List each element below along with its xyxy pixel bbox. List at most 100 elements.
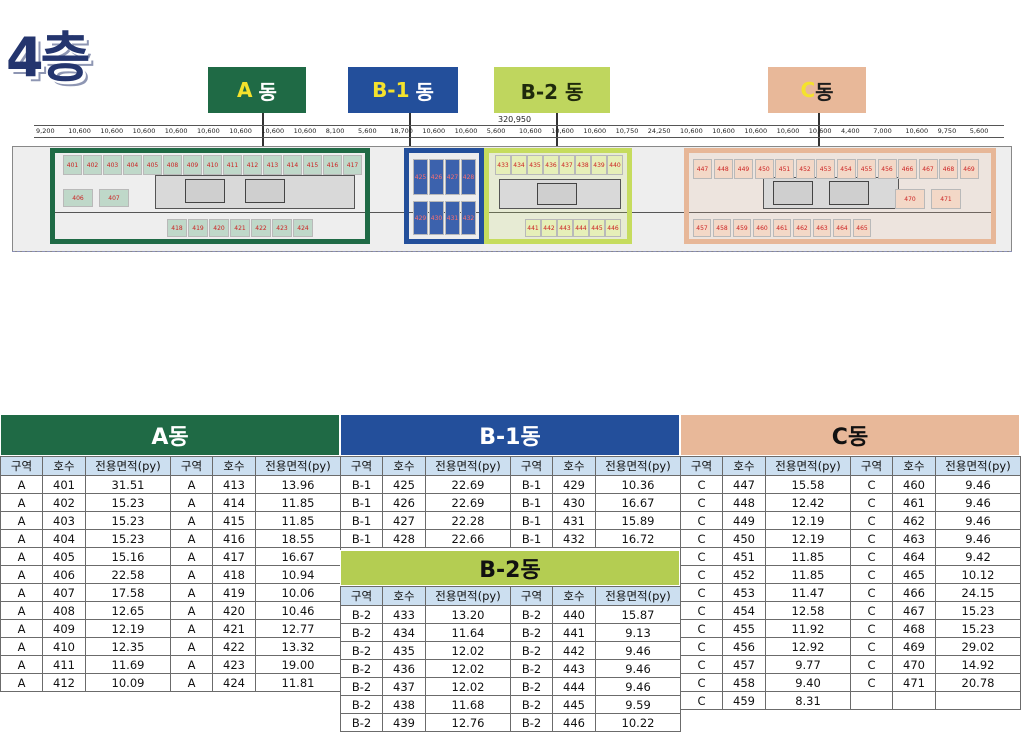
table-cell: 459: [722, 691, 766, 710]
dimension-label: 24,250: [647, 127, 671, 135]
table-cell: 456: [722, 637, 766, 656]
table-cell: 454: [722, 601, 766, 620]
table-cell: 12.19: [85, 619, 171, 638]
table-cell: B-2: [510, 623, 553, 642]
table-cell: 22.69: [425, 493, 511, 512]
table-cell: 455: [722, 619, 766, 638]
dimension-label: 5,600: [486, 127, 506, 135]
column-header: 전용면적(py): [85, 456, 171, 476]
table-cell: 461: [892, 493, 936, 512]
table-cell: A: [0, 511, 43, 530]
table-cell: A: [0, 475, 43, 494]
table-cell: 9.42: [935, 547, 1021, 566]
table-cell: A: [0, 637, 43, 656]
room-unit: 454: [836, 159, 856, 179]
room-unit: 433: [495, 155, 511, 175]
table-cell: 10.06: [255, 583, 341, 602]
room-unit: 414: [283, 155, 302, 175]
building-label-a-letter: A: [237, 78, 253, 102]
room-unit: 450: [754, 159, 774, 179]
table-cell: 463: [892, 529, 936, 548]
table-cell: A: [0, 673, 43, 692]
building-label-a: A 동: [208, 67, 306, 113]
room-unit: 423: [272, 219, 292, 237]
room-unit: 462: [793, 219, 811, 237]
dimension-label: 10,600: [261, 127, 285, 135]
table-cell: C: [680, 547, 723, 566]
table-cell: 19.00: [255, 655, 341, 674]
table-cell: B-1: [510, 511, 553, 530]
table-cell: A: [170, 583, 213, 602]
dimension-label: 10,600: [454, 127, 478, 135]
room-unit: 425: [413, 159, 428, 195]
table-cell: A: [0, 655, 43, 674]
table-cell: C: [680, 655, 723, 674]
table-cell: B-1: [510, 529, 553, 548]
table-cell: 406: [42, 565, 86, 584]
connector-b2: [556, 113, 558, 149]
table-cell: 423: [212, 655, 256, 674]
room-unit: 401: [63, 155, 82, 175]
connector-c: [818, 113, 820, 149]
table-cell: 15.23: [935, 601, 1021, 620]
table-cell: 11.85: [255, 511, 341, 530]
room-unit: 420: [209, 219, 229, 237]
room-unit: 402: [83, 155, 102, 175]
column-header: 전용면적(py): [595, 586, 681, 606]
table-cell: 24.15: [935, 583, 1021, 602]
dimension-label: 10,600: [100, 127, 124, 135]
table-cell: 466: [892, 583, 936, 602]
room-unit: 432: [461, 201, 476, 235]
table-cell: 438: [382, 695, 426, 714]
dimension-label: 5,600: [358, 127, 377, 135]
table-cell: A: [170, 511, 213, 530]
table-cell: 430: [552, 493, 596, 512]
table-cell: 418: [212, 565, 256, 584]
table-cell: B-2: [510, 641, 553, 660]
room-unit: 463: [813, 219, 831, 237]
elevator-a: [185, 179, 225, 203]
building-label-b1: B-1 동: [348, 67, 458, 113]
table-cell: 17.58: [85, 583, 171, 602]
table-cell: A: [170, 637, 213, 656]
column-header: 호수: [552, 586, 596, 606]
table-cell: A: [170, 493, 213, 512]
table-cell: C: [680, 511, 723, 530]
column-header: 전용면적(py): [765, 456, 851, 476]
table-cell: A: [170, 619, 213, 638]
room-unit: 415: [303, 155, 322, 175]
room-unit: 449: [734, 159, 753, 179]
column-header: 호수: [212, 456, 256, 476]
table-cell: B-2: [510, 605, 553, 624]
table-cell: C: [850, 601, 893, 620]
room-unit: 430: [429, 201, 444, 235]
column-header: 호수: [722, 456, 766, 476]
column-header: 구역: [0, 456, 43, 476]
dimension-label: 10,600: [583, 127, 607, 135]
column-header: 구역: [510, 586, 553, 606]
table-cell: A: [0, 601, 43, 620]
table-cell: C: [850, 655, 893, 674]
room-unit: 469: [959, 159, 979, 179]
dimension-label: 10,600: [905, 127, 929, 135]
room-unit: 410: [203, 155, 222, 175]
table-cell: B-2: [510, 677, 553, 696]
dimension-label: 10,600: [519, 127, 542, 135]
building-label-b2: B-2 동: [494, 67, 610, 113]
room-unit: 459: [733, 219, 751, 237]
room-unit: 422: [251, 219, 271, 237]
table-cell: 460: [892, 475, 936, 494]
table-cell: 419: [212, 583, 256, 602]
table-cell: 12.19: [765, 529, 851, 548]
connector-a: [262, 113, 264, 149]
table-cell: 448: [722, 493, 766, 512]
